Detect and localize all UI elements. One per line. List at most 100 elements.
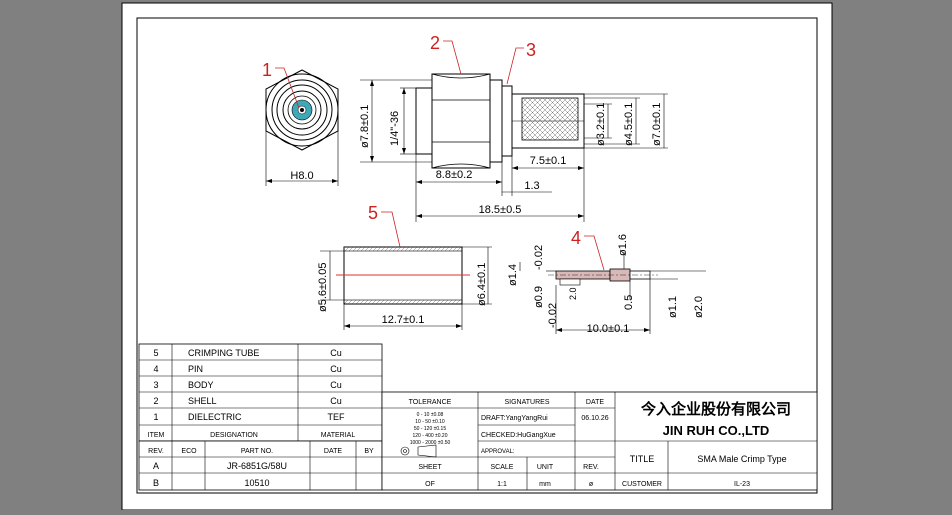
draft-sign: DRAFT:YangYangRui xyxy=(481,415,548,422)
rev-value: ø xyxy=(589,481,594,488)
bom-material-2: Cu xyxy=(330,396,342,406)
title-value: SMA Male Crimp Type xyxy=(697,454,786,464)
dim-tube-diameter-2: ø7.0±0.1 xyxy=(651,103,663,146)
pin-center xyxy=(300,108,304,112)
bom-item-4: 4 xyxy=(153,364,158,374)
callout-3: 3 xyxy=(506,40,536,85)
sheet-value: OF xyxy=(425,481,435,488)
dim-pin-neck-tol: -0.02 xyxy=(547,303,559,328)
hex-inner-circle xyxy=(265,73,339,147)
bom-designation-1: DIELECTRIC xyxy=(188,412,242,422)
drawing-border xyxy=(136,17,818,494)
callout-1-label: 1 xyxy=(262,60,272,80)
tolerance-label: TOLERANCE xyxy=(409,399,452,406)
scale-value: 1:1 xyxy=(497,481,507,488)
bom-material-4: Cu xyxy=(330,364,342,374)
date-label: DATE xyxy=(586,399,604,406)
title-block: TOLERANCE 0 - 10 ±0.08 10 - 50 ±0.10 50 … xyxy=(381,391,818,491)
bom-material-5: Cu xyxy=(330,348,342,358)
callout-2-label: 2 xyxy=(430,33,440,53)
checked-sign: CHECKED:HuGangXue xyxy=(481,432,556,439)
dim-pin-neck: ø0.9 xyxy=(533,286,545,308)
customer-label: CUSTOMER xyxy=(622,481,662,488)
tolerance-line-3: 50 - 120 ±0.15 xyxy=(414,426,446,432)
hex-dim-label: H8.0 xyxy=(290,170,313,182)
dim-tube-outer: ø6.4±0.1 xyxy=(476,263,488,306)
bom-material-3: Cu xyxy=(330,380,342,390)
customer-value: IL-23 xyxy=(734,481,750,488)
projection-symbol-icon xyxy=(400,444,437,458)
dim-pin-end: ø2.0 xyxy=(693,296,705,318)
dim-crimp-length: 7.5±0.1 xyxy=(530,155,567,167)
company-name-cn: 今入企业股份有限公司 xyxy=(640,400,791,418)
bom-material-1: TEF xyxy=(328,412,346,422)
bom-header-designation: DESIGNATION xyxy=(210,432,258,439)
dim-tube-length: 12.7±0.1 xyxy=(382,314,425,326)
scale-label: SCALE xyxy=(491,464,514,471)
pin-view: ø1.4 -0.02 ø0.9 -0.02 2.0 ø1.6 0.5 ø1.1 … xyxy=(507,234,706,335)
approval-sign: APPROVAL: xyxy=(481,449,515,455)
rev-header-part: PART NO. xyxy=(241,448,273,455)
dim-pin-body: ø1.1 xyxy=(667,296,679,318)
sheet-label: SHEET xyxy=(418,464,442,471)
dim-thread: 1/4"-36 xyxy=(389,111,401,146)
unit-label: UNIT xyxy=(537,464,554,471)
callout-4-label: 4 xyxy=(571,228,581,248)
rev-label: REV. xyxy=(583,464,599,471)
callout-1: 1 xyxy=(262,60,300,109)
rev-header-eco: ECO xyxy=(181,448,197,455)
rev-row-b-part: 10510 xyxy=(244,478,269,488)
dim-pin-shoulder: 0.5 xyxy=(623,295,635,310)
dim-pin-tip-tol: -0.02 xyxy=(533,245,545,270)
callout-5: 5 xyxy=(368,203,401,248)
tolerance-line-1: 0 - 10 ±0.08 xyxy=(417,412,444,418)
dim-tube-diameter-1: ø4.5±0.1 xyxy=(623,103,635,146)
body-circle xyxy=(271,79,333,141)
revision-table: REV. ECO PART NO. DATE BY A JR-6851G/58U… xyxy=(138,440,383,491)
dim-body-length: 8.8±0.2 xyxy=(436,169,473,181)
dim-pin-diameter: ø3.2±0.1 xyxy=(595,103,607,146)
hex-body xyxy=(431,73,491,169)
bom-item-3: 3 xyxy=(153,380,158,390)
tube-view: ø5.6±0.05 ø6.4±0.1 12.7±0.1 xyxy=(317,246,492,330)
rev-row-a: A xyxy=(153,461,159,471)
tolerance-line-2: 10 - 50 ±0.10 xyxy=(415,419,445,425)
dim-body-diameter: ø7.8±0.1 xyxy=(359,105,371,148)
bom-designation-2: SHELL xyxy=(188,396,217,406)
dim-pin-length: 10.0±0.1 xyxy=(587,323,630,335)
rev-header-rev: REV. xyxy=(148,448,164,455)
company-name-en: JIN RUH CO.,LTD xyxy=(663,423,770,438)
dim-pin-tip: ø1.4 xyxy=(507,264,519,286)
bom-table: 5 CRIMPING TUBE Cu 4 PIN Cu 3 BODY Cu 2 … xyxy=(138,343,383,442)
dim-pin-head: ø1.6 xyxy=(617,234,629,256)
dim-gap-length: 1.3 xyxy=(524,180,539,192)
front-view: H8.0 xyxy=(265,69,339,186)
rev-row-b: B xyxy=(153,478,159,488)
callout-2: 2 xyxy=(430,33,462,75)
tolerance-line-4: 120 - 400 ±0.20 xyxy=(413,433,448,439)
bom-designation-5: CRIMPING TUBE xyxy=(188,348,259,358)
dim-tube-inner: ø5.6±0.05 xyxy=(317,263,329,312)
signatures-label: SIGNATURES xyxy=(505,399,550,406)
callout-4: 4 xyxy=(571,228,605,271)
braid-mesh xyxy=(521,97,579,141)
dim-total-length: 18.5±0.5 xyxy=(479,204,522,216)
bom-header-material: MATERIAL xyxy=(321,432,356,439)
callout-5-label: 5 xyxy=(368,203,378,223)
body-flange xyxy=(501,85,513,157)
bom-item-1: 1 xyxy=(153,412,158,422)
title-label: TITLE xyxy=(630,454,655,464)
callout-3-label: 3 xyxy=(526,40,536,60)
rev-row-a-part: JR-6851G/58U xyxy=(227,461,287,471)
bom-designation-4: PIN xyxy=(188,364,203,374)
sign-date: 06.10.26 xyxy=(581,415,608,422)
rev-header-by: BY xyxy=(364,448,374,455)
side-view: ø7.8±0.1 1/4"-36 ø3.2±0.1 ø4.5±0.1 ø7.0±… xyxy=(359,73,668,222)
bom-header-item: ITEM xyxy=(148,432,165,439)
tolerance-line-5: 1000 - 2000 ±0.50 xyxy=(410,440,451,446)
unit-value: mm xyxy=(539,481,551,488)
bom-item-5: 5 xyxy=(153,348,158,358)
bom-designation-3: BODY xyxy=(188,380,214,390)
